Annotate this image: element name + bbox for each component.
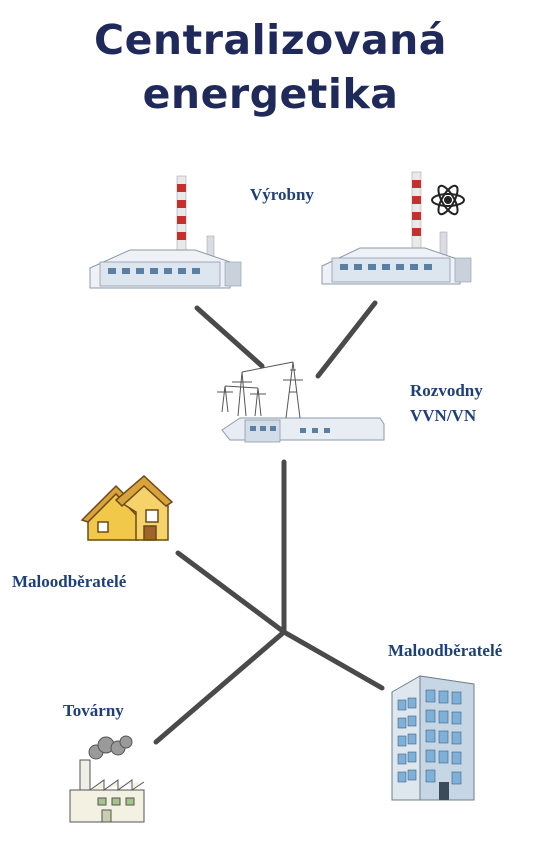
label-consumers-right: Maloodběratelé	[388, 641, 503, 660]
line-plant1-substation	[194, 305, 265, 369]
title-line-1: Centralizovaná	[94, 16, 447, 64]
line-plant2-substation	[315, 300, 378, 379]
line-hub-factory	[153, 629, 287, 745]
nuclear-plant-icon	[321, 171, 472, 285]
label-factories: Továrny	[63, 701, 124, 720]
label-consumers-left: Maloodběratelé	[12, 572, 127, 591]
factory-icon	[69, 735, 145, 823]
label-production: Výrobny	[250, 185, 314, 204]
office-building-icon	[391, 675, 475, 801]
label-distribution-2: VVN/VN	[410, 406, 477, 425]
house-icon	[80, 474, 174, 541]
substation-icon	[217, 361, 385, 443]
atom-icon	[431, 184, 465, 216]
power-plant-icon	[89, 175, 242, 289]
label-distribution-1: Rozvodny	[410, 381, 483, 400]
line-hub-house	[175, 550, 287, 635]
title-line-2: energetika	[142, 70, 399, 118]
connection-lines	[153, 300, 385, 745]
line-hub-office	[281, 629, 385, 691]
